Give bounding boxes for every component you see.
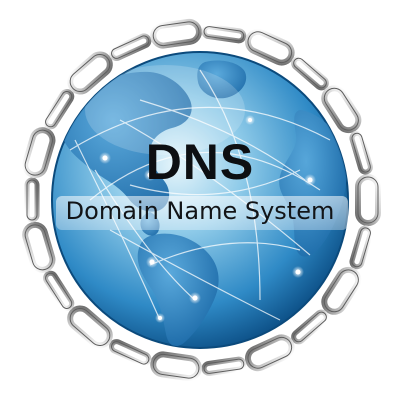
continent-north-america — [60, 71, 192, 212]
chain-link — [150, 351, 202, 382]
chain-link-edge — [111, 341, 150, 365]
chain-link — [109, 339, 152, 367]
chain-link-edge — [24, 224, 53, 271]
chain-link-edge — [45, 272, 73, 309]
chain-link-edge — [323, 87, 359, 131]
chain-ring-icon — [22, 18, 381, 382]
chain-link-edge — [351, 227, 371, 268]
subtitle-band — [56, 196, 348, 230]
chain-link-edge — [293, 57, 327, 89]
chain-link-edge — [247, 31, 293, 64]
chain-link-edge — [203, 358, 245, 374]
logo-title: DNS — [145, 134, 255, 190]
chain-link-edge — [24, 129, 53, 176]
chain-link — [43, 270, 75, 311]
chain-link-edge — [69, 54, 111, 93]
chain-link-edge — [357, 176, 379, 224]
chain-link-edge — [351, 132, 371, 173]
chain-link — [22, 221, 56, 273]
chain-link-edge — [152, 353, 200, 379]
chain-link-edge — [111, 35, 150, 59]
chain-link-edge — [26, 179, 38, 221]
chain-link-edge — [45, 91, 73, 128]
chain-link — [291, 55, 329, 91]
logo-subtitle: Domain Name System — [65, 197, 335, 225]
chain-link — [150, 18, 202, 49]
network-nodes — [99, 115, 316, 323]
network-arcs — [69, 69, 331, 321]
chain-link-edge — [323, 269, 359, 313]
chain-link-edge — [293, 311, 327, 343]
chain-link-edge — [152, 21, 200, 47]
chain-link — [291, 309, 329, 345]
chain-link-edge — [247, 336, 293, 369]
continent-greenland — [197, 60, 247, 99]
chain-link — [109, 33, 152, 61]
chain-link-edge — [203, 26, 245, 42]
chain-link — [43, 89, 75, 130]
chain-link-edge — [69, 307, 111, 346]
chain-link — [349, 225, 373, 270]
